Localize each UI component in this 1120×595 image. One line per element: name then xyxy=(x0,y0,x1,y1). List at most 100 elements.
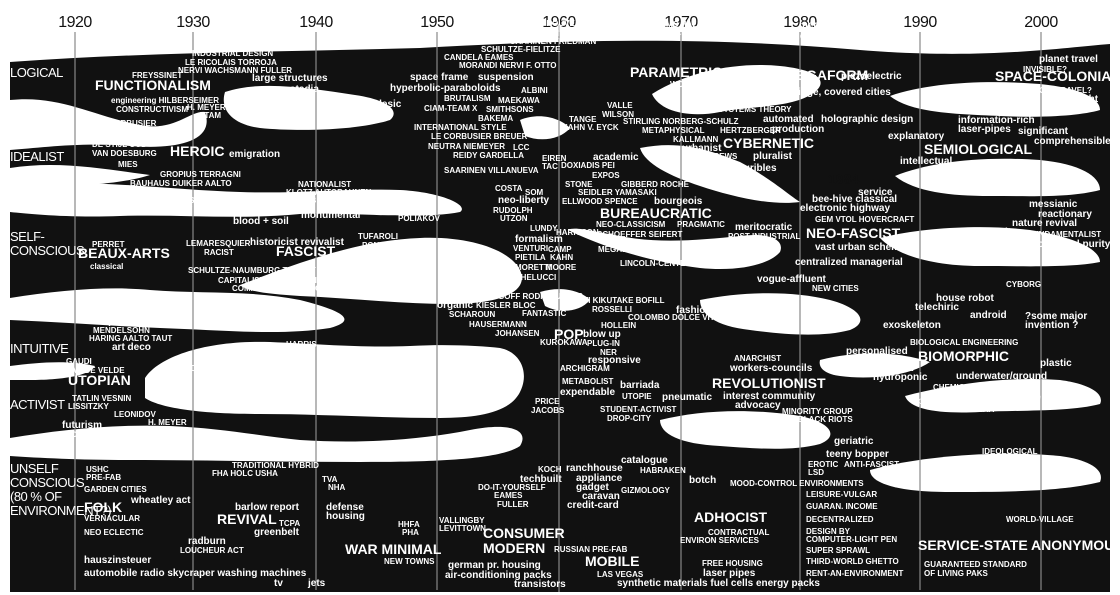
movement-megaform: MEGAFORM xyxy=(785,67,869,83)
term: transistors xyxy=(514,579,566,590)
term: LEISURE-VULGAR xyxy=(806,490,878,499)
term: POST-INDUSTRIAL xyxy=(728,232,801,241)
term: CAMP xyxy=(548,245,572,254)
term: rocket-belt xyxy=(960,227,1012,238)
movement-space-colonial: SPACE-COLONIAL xyxy=(995,68,1120,84)
term: LEONIDOV xyxy=(114,410,156,419)
band-gap-11 xyxy=(890,82,1100,117)
term: scsd xyxy=(705,31,728,42)
term: hauszinsteuer xyxy=(84,555,152,566)
term: ANTI-FASCIST xyxy=(844,460,900,469)
term: SUPER SPRAWL xyxy=(806,546,871,555)
term: JOHANSEN xyxy=(495,329,540,338)
term: urbanist xyxy=(682,143,722,154)
term: USHC xyxy=(86,465,109,474)
term: HARRISON xyxy=(556,228,599,237)
year-label-2000: 2000 xyxy=(1024,14,1058,31)
term: POLIAKOV xyxy=(398,214,440,223)
term: appliance xyxy=(576,473,623,484)
term: STIRLING NORBERG-SCHULZ xyxy=(623,117,739,126)
term: organic xyxy=(437,300,474,311)
term: techbuilt xyxy=(520,474,562,485)
band-gap-18 xyxy=(905,378,1101,413)
term: FHA HOLC USHA xyxy=(212,469,278,478)
movement-revival: REVIVAL xyxy=(217,511,277,527)
term: LOUCHEUR ACT xyxy=(180,546,244,555)
term: COLOMBO DOLCE VITA xyxy=(628,313,720,322)
term: RACIST xyxy=(204,248,234,257)
term: engineering HILBERSEIMER xyxy=(111,96,220,105)
band-label-idealist: IDEALIST xyxy=(10,149,64,164)
term: DE STIJL OUD xyxy=(92,140,147,149)
term: comprehensible xyxy=(1034,136,1111,147)
term: NEUMANN ARUP xyxy=(524,29,590,38)
term: RUSSIAN PRE-FAB xyxy=(554,545,628,554)
term: caravan xyxy=(582,491,620,502)
band-gap-22 xyxy=(540,289,590,311)
year-label-1980: 1980 xyxy=(783,14,817,31)
term: pneumatic xyxy=(662,392,713,403)
term: interest community xyxy=(723,391,816,402)
term: KLOTZ AUTOBAHNEN xyxy=(286,188,372,197)
term: communist xyxy=(96,438,150,449)
term: GUARAN. INCOME xyxy=(806,502,878,511)
term: academic xyxy=(593,152,639,163)
term: ALEXANDER xyxy=(654,28,704,37)
band-gap-17 xyxy=(819,353,930,378)
band-label-logical: LOGICAL xyxy=(10,65,63,80)
term: H. MEYER xyxy=(187,103,226,112)
term: NEW TOWNS xyxy=(384,557,435,566)
term: NEO-CLASSICISM xyxy=(596,220,666,229)
term: STAM xyxy=(199,111,222,120)
term: BIOLOGICAL ENGINEERING xyxy=(910,338,1019,347)
band-gap-20 xyxy=(870,453,1101,492)
term: PONTI xyxy=(362,241,387,250)
term: meritocratic xyxy=(735,222,793,233)
term: vogue-affluent xyxy=(757,274,826,285)
term: DROP-CITY xyxy=(607,414,651,423)
term: service xyxy=(858,187,893,198)
term: KIESLER BLOC xyxy=(476,301,536,310)
movement-neo-fascist: NEO-FASCIST xyxy=(806,225,901,241)
term: CHIMERA xyxy=(957,405,995,414)
term: TUFAROLI xyxy=(358,232,398,241)
term: bridge tensile xyxy=(787,31,853,42)
term: GARDEN CITIES xyxy=(84,485,147,494)
term: CUSTOM BUILT xyxy=(726,96,786,105)
term: expressionism xyxy=(97,316,168,327)
term: wheatley act xyxy=(131,495,191,506)
term: botch xyxy=(689,475,717,486)
term: responsive xyxy=(588,355,641,366)
movement-cybernetic: CYBERNETIC xyxy=(723,135,815,151)
term: MC HALE xyxy=(666,20,703,29)
term: NER xyxy=(600,348,617,357)
term: ranchhouse xyxy=(566,463,623,474)
term: ANDREWS xyxy=(696,152,738,161)
term: teeny bopper xyxy=(826,449,889,460)
term: geriatric xyxy=(834,436,874,447)
band-gap-1 xyxy=(10,99,207,150)
term: exoskeleton xyxy=(883,320,941,331)
term: android xyxy=(970,310,1007,321)
term: ANARCHIST xyxy=(734,354,782,363)
term: hydroponic xyxy=(873,372,928,383)
year-label-1930: 1930 xyxy=(176,14,210,31)
term: growing structure xyxy=(956,392,1042,403)
movement-adhocist: ADHOCIST xyxy=(694,509,768,525)
term: WRIGHT xyxy=(200,349,233,358)
term: PRAGMATIC xyxy=(677,220,725,229)
term: nature revival xyxy=(1012,218,1078,229)
term: RENT-AN-ENVIRONMENT xyxy=(806,569,904,578)
term: NEW CITIES xyxy=(812,284,859,293)
term: LSD xyxy=(808,468,824,477)
term: INDUSTRIAL DESIGN xyxy=(192,49,274,58)
term: vast urban schemes xyxy=(815,242,912,253)
term: WORLD-VILLAGE xyxy=(1006,515,1074,524)
term: LE CORBUSIER xyxy=(96,119,157,128)
term: housing xyxy=(326,511,365,522)
movement-folk: FOLK xyxy=(84,499,123,515)
term: RUDOLPH xyxy=(493,206,533,215)
term: futurism xyxy=(62,420,102,431)
term: stadia xyxy=(290,84,319,95)
term: monumental xyxy=(301,210,361,221)
